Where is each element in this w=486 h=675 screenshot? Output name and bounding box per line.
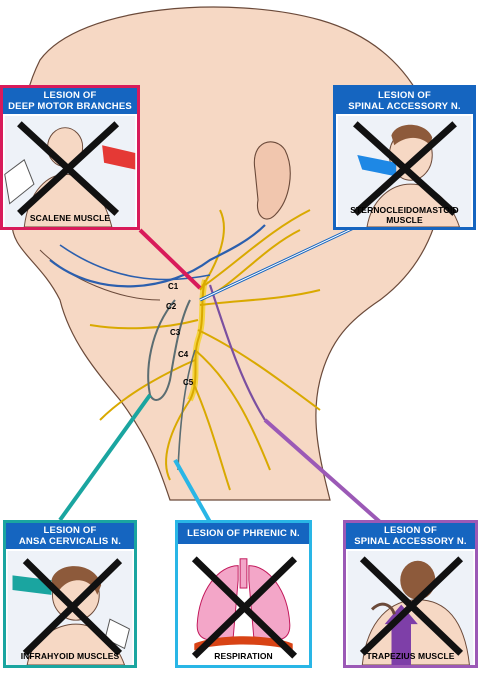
panel-title-line2: SPINAL ACCESSORY N.: [354, 536, 467, 547]
panel-caption: SCALENE MUSCLE: [29, 213, 111, 223]
panel-header: LESION OF ANSA CERVICALIS N.: [6, 523, 134, 549]
ansa-loop: [147, 299, 191, 401]
panel-title-line1: LESION OF: [43, 525, 97, 536]
connector-deep-motor: [138, 228, 202, 290]
panel-title-line2: SPINAL ACCESSORY N.: [348, 101, 461, 112]
nerve-label-c2: C2: [166, 302, 177, 311]
panel-spinal-accessory-trapezius: LESION OF SPINAL ACCESSORY N. TRAPEZIUS …: [343, 520, 478, 668]
panel-title-line2: DEEP MOTOR BRANCHES: [8, 101, 132, 112]
panel-caption-line2: MUSCLE: [386, 215, 423, 225]
panel-header: LESION OF SPINAL ACCESSORY N.: [336, 88, 473, 114]
phrenic-line: [177, 349, 196, 471]
nerve-label-c5: C5: [183, 378, 194, 387]
panel-caption-line1: STERNOCLEIDOMASTOID: [350, 205, 459, 215]
panel-title: LESION OF PHRENIC N.: [187, 528, 300, 539]
nerve-label-c1: C1: [168, 282, 179, 291]
panel-title-line1: LESION OF: [384, 525, 437, 536]
connector-trapezius: [263, 418, 382, 524]
panel-caption: TRAPEZIUS MUSCLE: [366, 651, 455, 661]
sternocleidomastoid-illustration: [337, 116, 472, 227]
panel-title-line1: LESION OF: [43, 90, 97, 101]
purple-nerve: [208, 284, 266, 421]
blue-nerve: [49, 224, 266, 288]
trapezius-illustration: [347, 551, 474, 665]
connector-scm-white: [199, 224, 361, 301]
panel-ansa-cervicalis: LESION OF ANSA CERVICALIS N. INFRAHYOID …: [3, 520, 137, 668]
panel-phrenic: LESION OF PHRENIC N. RESPIRATION: [175, 520, 312, 668]
panel-title-line1: LESION OF: [378, 90, 431, 101]
nerve-label-c4: C4: [178, 350, 189, 359]
panel-header: LESION OF PHRENIC N.: [178, 523, 309, 544]
panel-caption: STERNOCLEIDOMASTOID MUSCLE: [336, 205, 473, 225]
panel-title-line2: ANSA CERVICALIS N.: [18, 536, 122, 547]
blue-nerve-2: [59, 244, 211, 281]
panel-spinal-accessory-scm: LESION OF SPINAL ACCESSORY N. STERNOCLEI…: [333, 85, 476, 230]
nerve-label-c3: C3: [170, 328, 181, 337]
head-silhouette: [11, 6, 442, 501]
scalene-illustration: [4, 116, 136, 227]
panel-caption: RESPIRATION: [214, 651, 273, 661]
ear: [253, 141, 291, 220]
connector-ansa: [58, 393, 152, 522]
panel-caption: INFRAHYOID MUSCLES: [20, 651, 120, 661]
panel-deep-motor-branches: LESION OF DEEP MOTOR BRANCHES SCALENE MU…: [0, 85, 140, 230]
lungs-illustration: [179, 551, 308, 665]
panel-header: LESION OF SPINAL ACCESSORY N.: [346, 523, 475, 549]
panel-header: LESION OF DEEP MOTOR BRANCHES: [3, 88, 137, 114]
infrahyoid-illustration: [7, 551, 133, 665]
connector-phrenic: [173, 459, 212, 523]
